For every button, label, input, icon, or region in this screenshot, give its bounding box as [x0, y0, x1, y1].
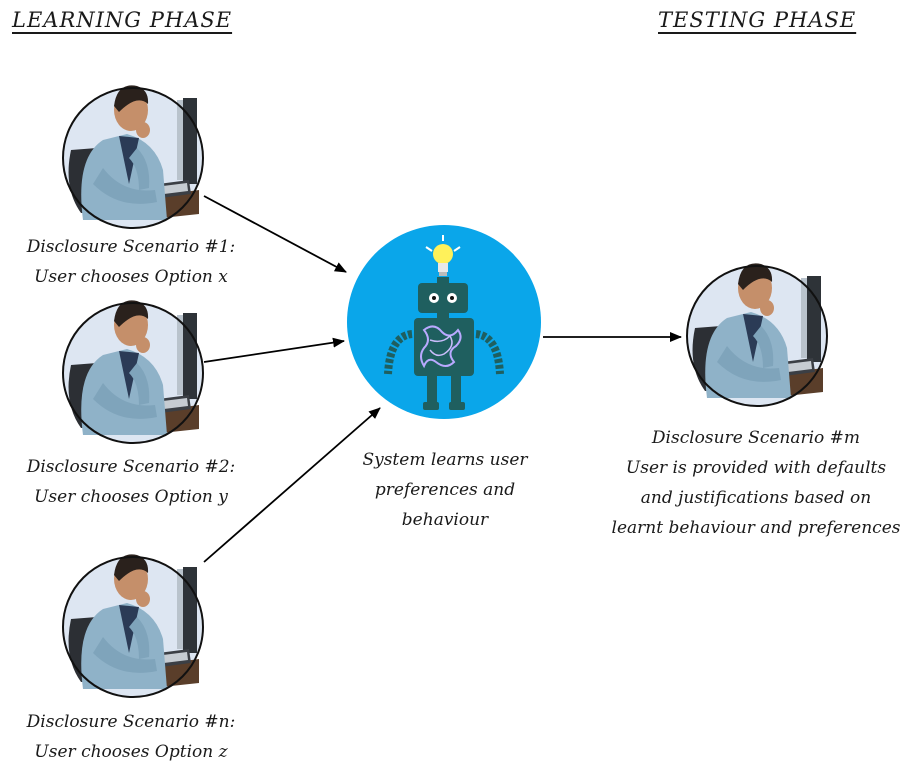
system-caption-line-3: behaviour [401, 510, 489, 530]
scenario-2-caption: Disclosure Scenario #2: User chooses Opt… [3, 452, 259, 512]
scenario-2-title: Disclosure Scenario #2: [26, 457, 236, 477]
user-avatar-3 [62, 554, 204, 698]
system-caption-line-2: preferences and [374, 480, 516, 500]
user-avatar-2 [62, 300, 204, 444]
arrow-scenario1-to-system [203, 195, 347, 273]
testing-caption-line-2: User is provided with defaults [625, 458, 887, 478]
scenario-1-title: Disclosure Scenario #1: [26, 237, 236, 257]
robot-system-icon [347, 225, 541, 419]
testing-caption-line-4: learnt behaviour and preferences [611, 518, 901, 538]
system-caption: System learns user preferences and behav… [345, 445, 545, 535]
testing-caption-line-1: Disclosure Scenario #m [651, 428, 861, 448]
testing-phase-title: TESTING PHASE [658, 8, 857, 32]
user-avatar-1 [62, 85, 204, 229]
scenario-n-choice: User chooses Option z [34, 742, 228, 762]
system-caption-line-1: System learns user [362, 450, 528, 470]
scenario-n-caption: Disclosure Scenario #n: User chooses Opt… [3, 707, 259, 767]
scenario-1-choice: User chooses Option x [34, 267, 228, 287]
learning-phase-title: LEARNING PHASE [12, 8, 233, 32]
testing-caption: Disclosure Scenario #m User is provided … [603, 423, 909, 543]
arrow-scenario2-to-system [203, 337, 345, 363]
lightbulb-icon [425, 235, 461, 276]
scenario-2-choice: User chooses Option y [34, 487, 228, 507]
arrow-scenarion-to-system [203, 407, 381, 563]
scenario-n-title: Disclosure Scenario #n: [26, 712, 236, 732]
user-avatar-testing [686, 263, 828, 407]
testing-caption-line-3: and justifications based on [640, 488, 872, 508]
scenario-1-caption: Disclosure Scenario #1: User chooses Opt… [3, 232, 259, 292]
